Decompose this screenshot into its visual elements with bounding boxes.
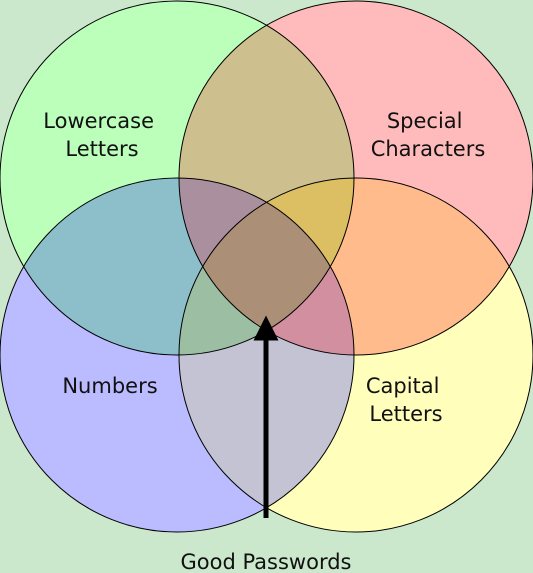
set-numbers-label: Numbers bbox=[62, 374, 157, 398]
overlap-all-four bbox=[179, 178, 354, 355]
set-capital-label-line-1: Capital bbox=[366, 374, 440, 398]
set-lowercase-label: Lowercase Letters bbox=[43, 109, 160, 161]
set-special-label-line-1: Special bbox=[387, 109, 463, 133]
set-capital-label: Capital Letters bbox=[366, 374, 446, 426]
good-passwords-label: Good Passwords bbox=[180, 550, 351, 573]
set-special-label: Special Characters bbox=[371, 109, 486, 161]
set-capital-label-line-2: Letters bbox=[369, 402, 442, 426]
set-special-label-line-2: Characters bbox=[371, 137, 486, 161]
set-numbers-label-line-1: Numbers bbox=[62, 374, 157, 398]
set-capital-outline bbox=[178, 177, 533, 533]
set-lowercase-label-line-2: Letters bbox=[65, 137, 138, 161]
set-numbers-outline bbox=[0, 177, 355, 533]
set-lowercase-label-line-1: Lowercase bbox=[43, 109, 154, 133]
